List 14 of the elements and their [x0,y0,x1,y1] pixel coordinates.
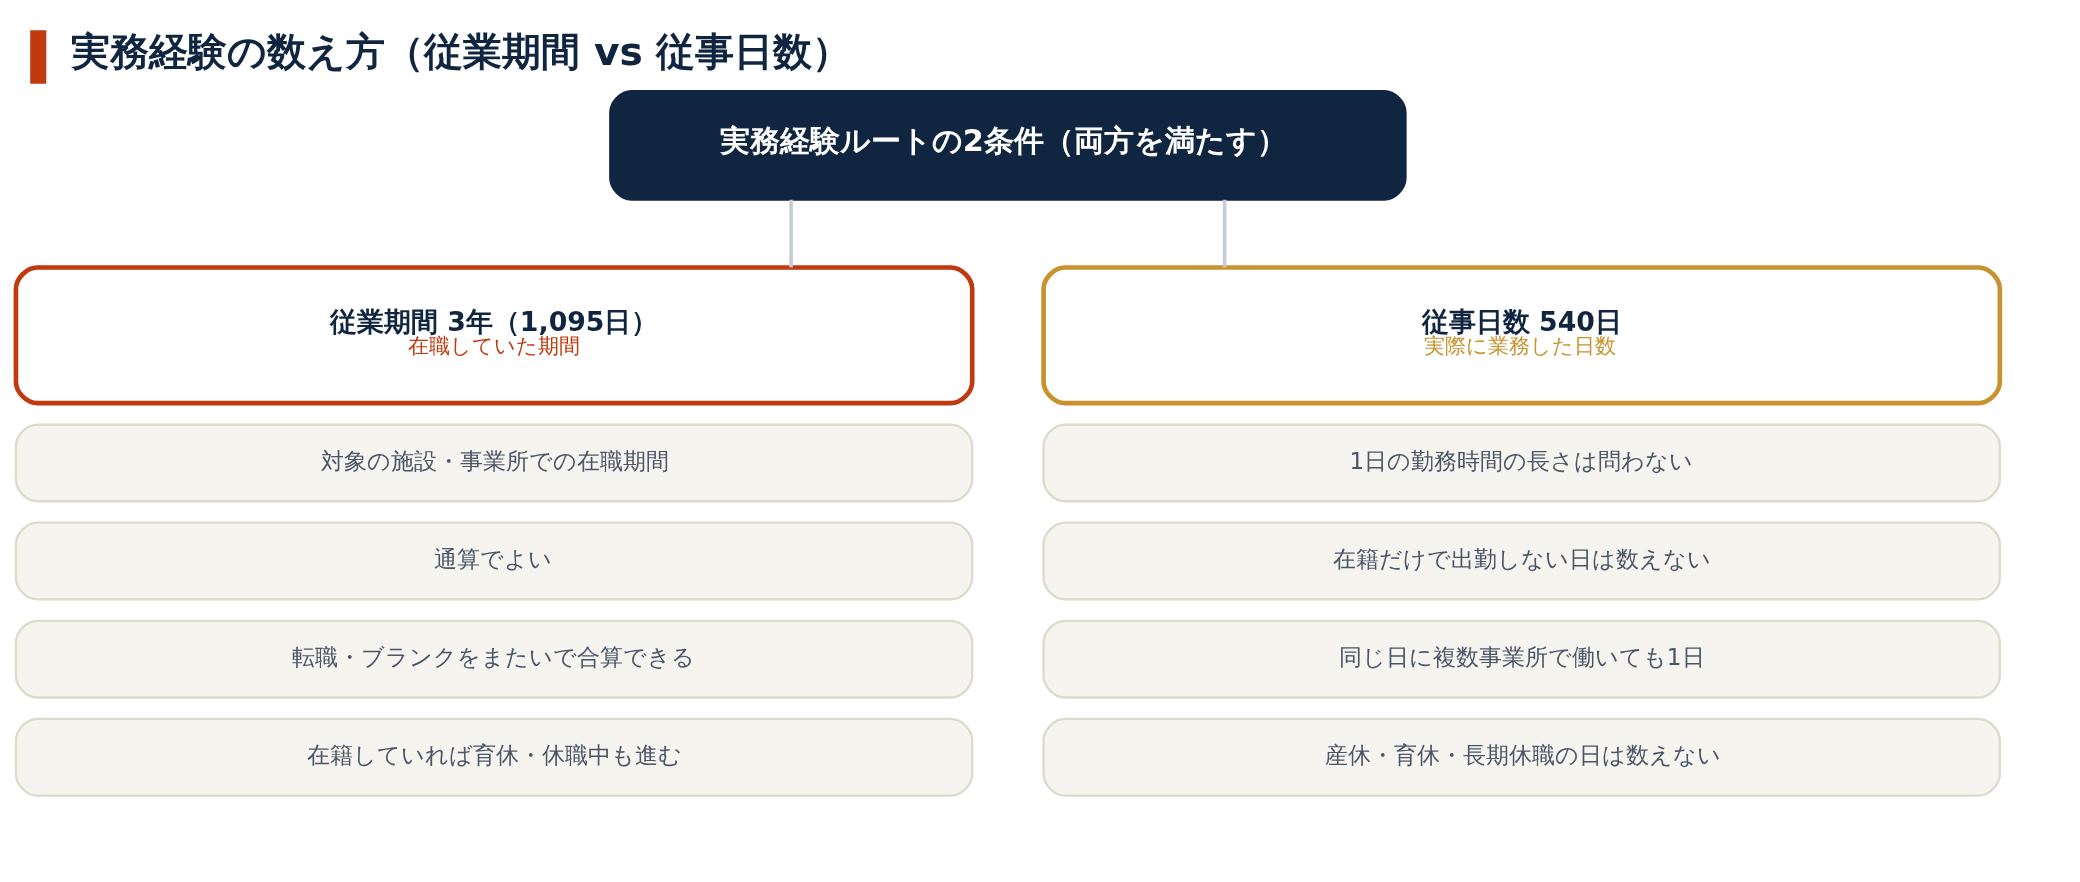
node-box: 同じ日に複数事業所で働いても1日 [1042,619,2001,699]
connector [1222,199,1227,267]
node-box: 対象の施設・事業所での在職期間 [14,422,974,502]
node-box: 従業期間 3年（1,095日） 在職していた期間 [13,264,975,405]
node-box: 在籍だけで出勤しない日は数えない [1042,521,2001,601]
node-box: 在籍していれば育休・休職中も進む [14,717,974,797]
node-box: 転職・ブランクをまたいで合算できる [14,619,974,699]
node-box: 通算でよい [14,521,974,601]
diagram-title: 実務経験の数え方（従業期間 vs 従事日数） [71,28,852,74]
node-box: 1日の勤務時間の長さは問わない [1042,422,2001,502]
connector [789,199,793,267]
node-box: 従事日数 540日 実際に業務した日数 [1041,264,2003,405]
node-box: 産休・育休・長期休職の日は数えない [1042,717,2001,797]
node-box: 実務経験ルートの2条件（両方を満たす） [609,89,1407,201]
